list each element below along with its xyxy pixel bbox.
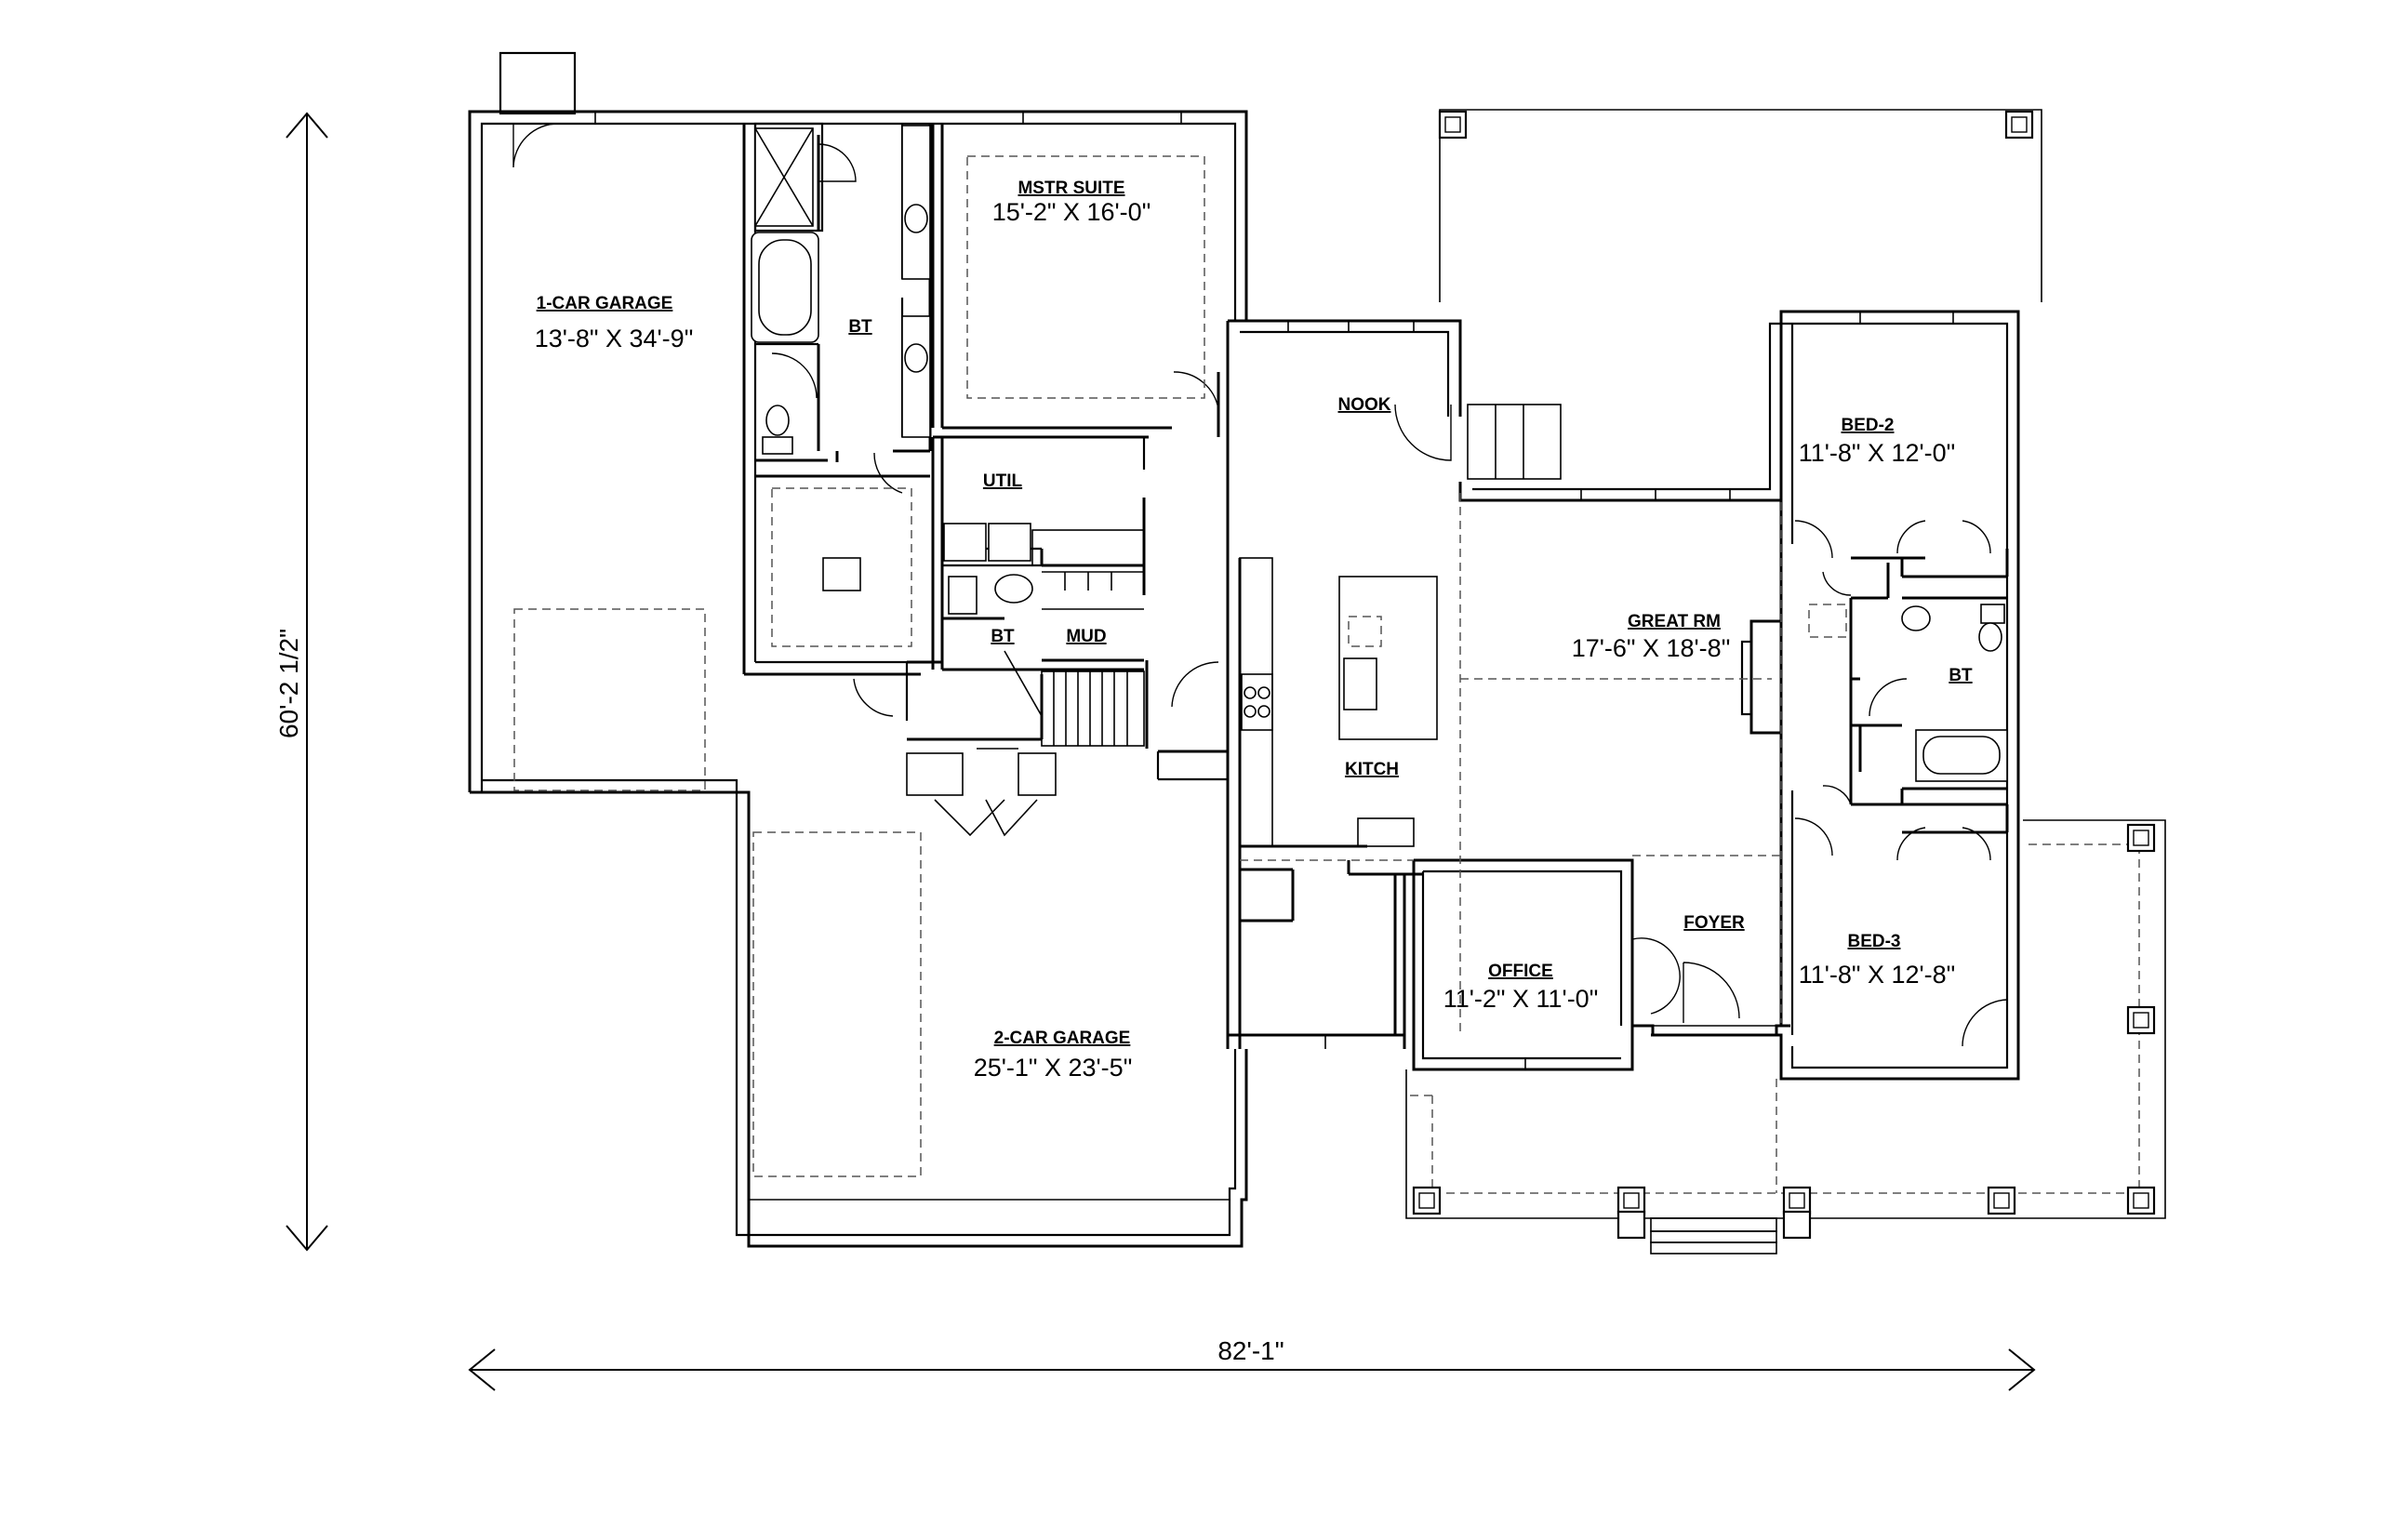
front-porch bbox=[1405, 819, 2166, 1255]
rear-patio bbox=[1439, 109, 2042, 480]
master-suite-name: MSTR SUITE bbox=[1018, 179, 1124, 198]
bed3-size: 11'-8" X 12'-8" bbox=[1799, 961, 1956, 989]
bed2-name: BED-2 bbox=[1841, 416, 1894, 435]
hall-bath-name: BT bbox=[1949, 666, 1973, 685]
windows bbox=[594, 112, 1954, 1069]
bed2-size: 11'-8" X 12'-0" bbox=[1799, 439, 1956, 467]
great-room-name: GREAT RM bbox=[1628, 612, 1721, 631]
bed3-name: BED-3 bbox=[1847, 932, 1900, 951]
doors bbox=[512, 123, 2008, 1047]
office-name: OFFICE bbox=[1488, 962, 1553, 981]
util-name: UTIL bbox=[983, 471, 1023, 491]
garage1-size: 13'-8" X 34'-9" bbox=[535, 325, 694, 352]
porch-posts bbox=[1412, 110, 2156, 1240]
fixtures bbox=[513, 125, 2008, 1177]
exterior-walls bbox=[468, 110, 2020, 1248]
overall-depth-label: 60'-2 1/2" bbox=[274, 629, 303, 738]
kitchen-name: KITCH bbox=[1345, 760, 1399, 779]
mud-name: MUD bbox=[1066, 627, 1106, 646]
master-suite-size: 15'-2" X 16'-0" bbox=[992, 198, 1151, 226]
master-bath-name: BT bbox=[848, 317, 872, 337]
garage2-name: 2-CAR GARAGE bbox=[994, 1029, 1131, 1048]
stairs bbox=[1004, 571, 1145, 747]
foyer-name: FOYER bbox=[1683, 913, 1745, 933]
garage1-name: 1-CAR GARAGE bbox=[537, 294, 673, 313]
garage2-size: 25'-1" X 23'-5" bbox=[974, 1054, 1133, 1082]
mud-bath-name: BT bbox=[991, 627, 1015, 646]
overall-width-label: 82'-1" bbox=[1217, 1336, 1284, 1365]
office-size: 11'-2" X 11'-0" bbox=[1443, 985, 1599, 1013]
room-labels: 1-CAR GARAGE 13'-8" X 34'-9" MSTR SUITE … bbox=[535, 179, 1973, 1082]
nook-name: NOOK bbox=[1338, 395, 1391, 415]
overall-depth-dimension: 60'-2 1/2" bbox=[274, 112, 328, 1252]
overall-width-dimension: 82'-1" bbox=[468, 1336, 2036, 1391]
great-room-size: 17'-6" X 18'-8" bbox=[1572, 634, 1731, 662]
